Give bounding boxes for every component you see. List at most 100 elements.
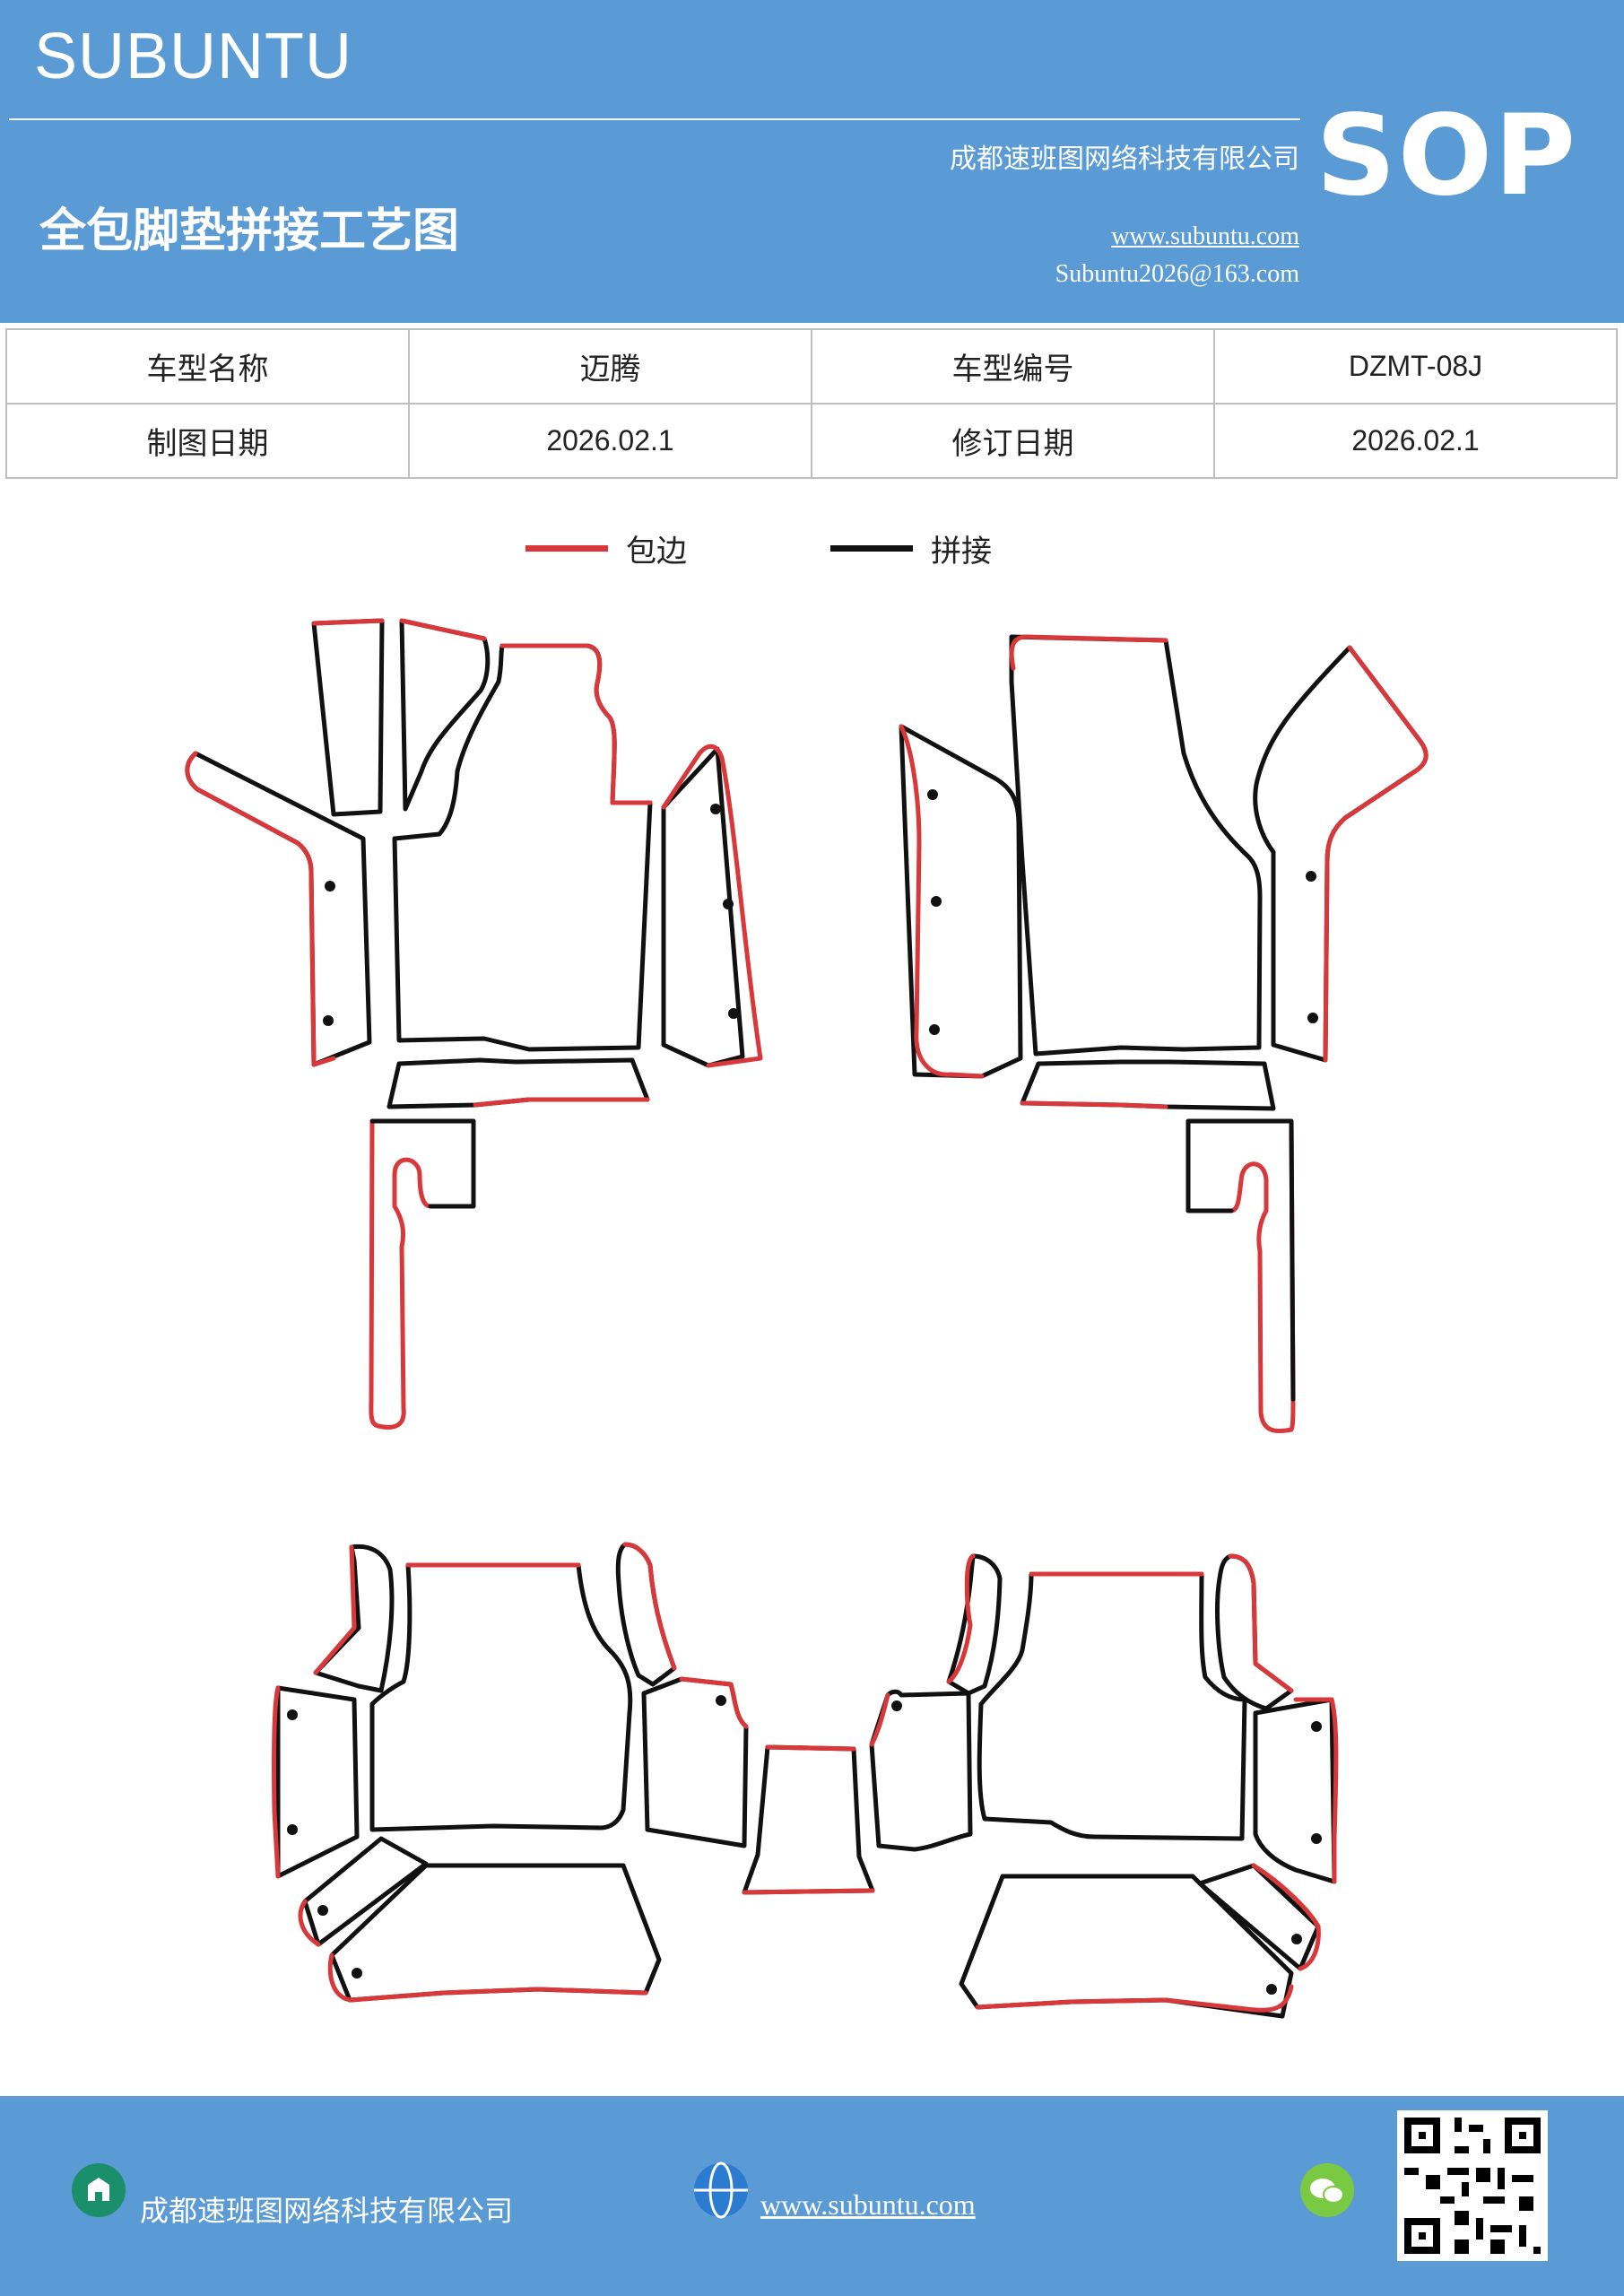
mat-seam-edge [369, 1118, 476, 1209]
mat-seam-edge [977, 1571, 1247, 1841]
table-cell-value: 2026.02.1 [408, 403, 812, 479]
mat-seam-edge [1253, 1697, 1337, 1884]
qr-code-icon[interactable] [1397, 2110, 1548, 2261]
mat-binding-edge [946, 1553, 976, 1684]
mat-clip-hole [1311, 1833, 1322, 1844]
wechat-icon [1300, 2163, 1354, 2217]
mat-seam-edge [392, 643, 653, 1052]
mat-clip-hole [1311, 1721, 1322, 1732]
front-right-mat-group [899, 634, 1429, 1434]
sop-badge: SOP [1316, 91, 1577, 221]
mat-binding-edge [1020, 1100, 1168, 1109]
rear-right-mat-group [869, 1553, 1339, 2019]
mat-clip-hole [325, 881, 335, 891]
mat-binding-edge [271, 1685, 281, 1879]
mat-binding-edge [1009, 634, 1168, 671]
footer-website-link[interactable]: www.subuntu.com [760, 2188, 976, 2221]
mat-seam-edge [946, 1553, 1003, 1696]
mat-clip-hole [891, 1700, 902, 1711]
mat-clip-hole [1306, 871, 1316, 882]
footer-company-name: 成都速班图网络科技有限公司 [140, 2194, 514, 2228]
mat-clip-hole [927, 789, 938, 800]
front-left-mat-group [185, 618, 763, 1430]
mat-seam-edge [399, 618, 491, 812]
header-banner: SUBUNTU 全包脚垫拼接工艺图 成都速班图网络科技有限公司 www.subu… [0, 0, 1624, 323]
website-link[interactable]: www.subuntu.com [1111, 222, 1299, 250]
mat-binding-edge [327, 1952, 648, 2003]
mat-seam-edge [1020, 1059, 1276, 1111]
mat-clip-hole [929, 1024, 940, 1035]
mat-binding-edge [742, 1744, 875, 1895]
mat-clip-hole [287, 1709, 298, 1720]
mat-binding-edge [1293, 1697, 1339, 1884]
mat-seam-edge [311, 618, 385, 817]
mat-clip-hole [352, 1968, 362, 1979]
mat-binding-edge [298, 1899, 321, 1947]
mat-clip-hole [1266, 1984, 1277, 1995]
legend-swatch-red [525, 544, 608, 552]
mat-binding-edge [1323, 645, 1429, 1063]
mat-binding-edge [499, 643, 653, 805]
mat-clip-hole [710, 804, 721, 814]
mat-seam-edge [641, 1676, 749, 1848]
mat-clip-hole [728, 1008, 739, 1019]
mat-clip-hole [287, 1824, 298, 1835]
mat-seam-edge [329, 1863, 662, 2003]
mat-binding-edge [679, 1676, 749, 1729]
legend-swatch-black [830, 544, 913, 552]
mat-binding-edge [399, 618, 487, 641]
rear-left-mat-group [271, 1542, 875, 2003]
table-cell-value: DZMT-08J [1213, 328, 1618, 404]
mat-seam-edge [369, 1562, 633, 1832]
mat-seam-edge [1009, 634, 1263, 1057]
mat-binding-edge [975, 1984, 1294, 2013]
mat-binding-edge [622, 1542, 677, 1671]
building-icon [72, 2163, 126, 2217]
legend-label: 拼接 [931, 533, 992, 570]
mat-binding-edge [1251, 1863, 1321, 1971]
mat-clip-hole [323, 1015, 334, 1026]
header-divider [9, 118, 1300, 120]
mat-seam-edge [1197, 1863, 1321, 1971]
mat-binding-edge [369, 1118, 476, 1430]
email-address[interactable]: Subuntu2026@163.com [1055, 260, 1299, 288]
legend-label: 包边 [626, 533, 687, 570]
mat-seam-edge [869, 1689, 973, 1852]
brand-logo-text: SUBUNTU [34, 21, 353, 92]
table-cell-label: 车型名称 [5, 328, 410, 404]
vehicle-info-table: 车型名称 迈腾 车型编号 DZMT-08J 制图日期 2026.02.1 修订日… [5, 328, 1618, 479]
mat-seam-edge [899, 724, 1023, 1079]
mat-seam-edge [313, 1544, 395, 1693]
document-title: 全包脚垫拼接工艺图 [39, 204, 460, 258]
mat-seam-edge [1185, 1118, 1296, 1402]
table-cell-label: 车型编号 [811, 328, 1215, 404]
mat-clip-hole [1291, 1934, 1302, 1944]
mat-seam-edge [1253, 645, 1429, 1063]
mat-clip-hole [723, 899, 734, 909]
mat-binding-edge [1185, 1118, 1296, 1434]
legend-item-binding: 包边 [525, 526, 687, 570]
table-cell-value: 2026.02.1 [1213, 403, 1618, 479]
mat-clip-hole [716, 1695, 726, 1706]
mat-binding-edge [899, 724, 985, 1079]
company-name: 成都速班图网络科技有限公司 [950, 144, 1299, 175]
table-row: 制图日期 2026.02.1 修订日期 2026.02.1 [5, 403, 1618, 479]
mat-binding-edge [473, 1097, 650, 1108]
mat-clip-hole [1307, 1013, 1318, 1023]
table-cell-label: 制图日期 [5, 403, 410, 479]
mat-clip-hole [931, 896, 942, 907]
mat-binding-edge [661, 744, 763, 1068]
table-cell-label: 修订日期 [811, 403, 1215, 479]
mat-seam-edge [275, 1685, 360, 1879]
mat-binding-edge [1228, 1553, 1294, 1693]
mat-binding-edge [869, 1692, 890, 1747]
mat-seam-edge [742, 1744, 875, 1895]
table-cell-value: 迈腾 [408, 328, 812, 404]
mat-clip-hole [317, 1905, 328, 1916]
mat-binding-edge [313, 1544, 357, 1675]
legend-item-seam: 拼接 [830, 526, 992, 570]
globe-icon [694, 2161, 748, 2219]
mat-seam-edge [959, 1874, 1294, 2019]
mat-binding-edge [185, 751, 336, 1067]
